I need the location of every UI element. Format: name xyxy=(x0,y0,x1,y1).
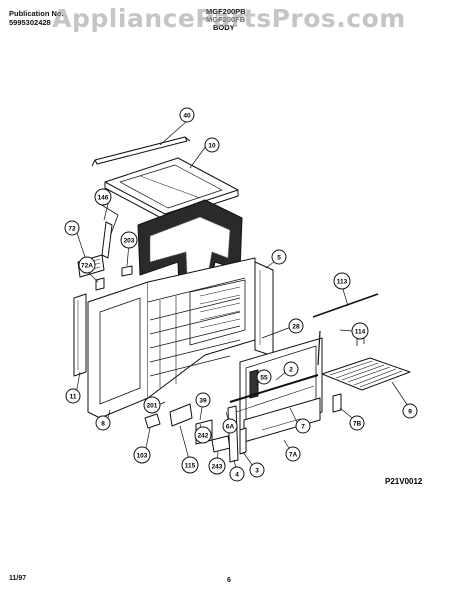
callout-label: 11 xyxy=(70,393,77,400)
callout-40: 40 xyxy=(179,107,195,123)
callout-4: 4 xyxy=(229,466,245,482)
callout-203: 203 xyxy=(120,231,138,249)
part-side-panel-5 xyxy=(254,261,274,357)
callout-label: 2 xyxy=(289,366,293,373)
callout-5: 5 xyxy=(271,249,287,265)
callout-circle xyxy=(229,466,245,482)
callout-label: 113 xyxy=(337,278,348,285)
callout-label: 40 xyxy=(183,112,191,119)
callout-circle xyxy=(222,418,238,434)
callout-201: 201 xyxy=(143,396,161,414)
callout-circle xyxy=(285,446,301,462)
callout-circle xyxy=(95,415,111,431)
callout-242: 242 xyxy=(194,426,212,444)
callout-243: 243 xyxy=(208,457,226,475)
callout-9: 9 xyxy=(402,403,418,419)
callout-label: 5 xyxy=(277,254,281,261)
callout-10: 10 xyxy=(204,137,220,153)
footer-page: 6 xyxy=(227,577,231,584)
callout-label: 242 xyxy=(198,432,209,439)
callout-label: 72A xyxy=(81,262,93,269)
callout-label: 4 xyxy=(235,471,239,478)
callout-circle xyxy=(194,426,212,444)
part-oven-rack-9 xyxy=(321,357,411,391)
callout-label: 201 xyxy=(147,402,158,409)
callout-circle xyxy=(283,361,299,377)
callout-label: 9 xyxy=(408,408,412,415)
callout-label: 6A xyxy=(226,423,235,430)
callout-114: 114 xyxy=(351,322,369,340)
callout-113: 113 xyxy=(333,272,351,290)
callout-circle xyxy=(65,388,81,404)
callout-label: 7A xyxy=(289,451,298,458)
callout-7a: 7A xyxy=(285,446,301,462)
callout-label: 10 xyxy=(208,142,216,149)
callout-label: 203 xyxy=(124,237,135,244)
callout-circle xyxy=(295,418,311,434)
callout-label: 28 xyxy=(292,323,300,330)
section-title: BODY xyxy=(213,23,235,32)
callout-7b: 7B xyxy=(349,415,365,431)
callout-circle xyxy=(351,322,369,340)
callout-circle xyxy=(288,318,304,334)
publication-number: 5995302428 xyxy=(9,18,51,27)
callout-label: 8 xyxy=(101,420,105,427)
callout-label: 103 xyxy=(137,452,148,459)
callout-circle xyxy=(181,456,199,474)
callout-circle xyxy=(208,457,226,475)
callout-55: 55 xyxy=(256,369,272,385)
callout-label: 72 xyxy=(68,225,76,232)
callout-label: 39 xyxy=(199,397,207,404)
callout-label: 7B xyxy=(353,420,362,427)
callout-11: 11 xyxy=(65,388,81,404)
callout-circle xyxy=(271,249,287,265)
callout-label: 146 xyxy=(98,194,109,201)
callout-3: 3 xyxy=(249,462,265,478)
callout-label: 7 xyxy=(301,423,305,430)
diagram-code: P21V0012 xyxy=(385,477,423,486)
callout-7: 7 xyxy=(295,418,311,434)
watermark: AppliancePartsPros.com xyxy=(52,4,406,33)
callout-label: 115 xyxy=(185,462,196,469)
callout-label: 243 xyxy=(212,463,223,470)
callout-115: 115 xyxy=(181,456,199,474)
callout-label: 114 xyxy=(355,328,366,335)
callout-label: 3 xyxy=(255,467,259,474)
part-panel-146 xyxy=(101,221,113,259)
part-rail-40 xyxy=(94,136,188,165)
callout-label: 55 xyxy=(260,374,268,381)
callout-circle xyxy=(179,107,195,123)
callout-circle xyxy=(94,188,112,206)
callout-circle xyxy=(78,256,96,274)
callout-circle xyxy=(249,462,265,478)
model-number: MGF200PB xyxy=(206,7,246,16)
callout-circle xyxy=(204,137,220,153)
callout-circle xyxy=(143,396,161,414)
callout-39: 39 xyxy=(195,392,211,408)
callout-circle xyxy=(333,272,351,290)
callout-2: 2 xyxy=(283,361,299,377)
callout-circle xyxy=(402,403,418,419)
part-side-panel-11 xyxy=(73,293,87,377)
footer-date: 11/97 xyxy=(9,575,27,582)
publication-label: Publication No. xyxy=(9,9,64,18)
callout-circle xyxy=(133,446,151,464)
callout-circle xyxy=(256,369,272,385)
oven-cavity xyxy=(147,257,256,399)
callout-72a: 72A xyxy=(78,256,96,274)
callout-72: 72 xyxy=(64,220,80,236)
callout-circle xyxy=(195,392,211,408)
callout-circle xyxy=(349,415,365,431)
callout-103: 103 xyxy=(133,446,151,464)
callout-8: 8 xyxy=(95,415,111,431)
callout-6a: 6A xyxy=(222,418,238,434)
callout-146: 146 xyxy=(94,188,112,206)
callout-circle xyxy=(64,220,80,236)
callout-28: 28 xyxy=(288,318,304,334)
part-cabinet-8 xyxy=(87,281,149,419)
model-number-overlap: MGF200FB xyxy=(206,15,246,24)
callout-circle xyxy=(120,231,138,249)
